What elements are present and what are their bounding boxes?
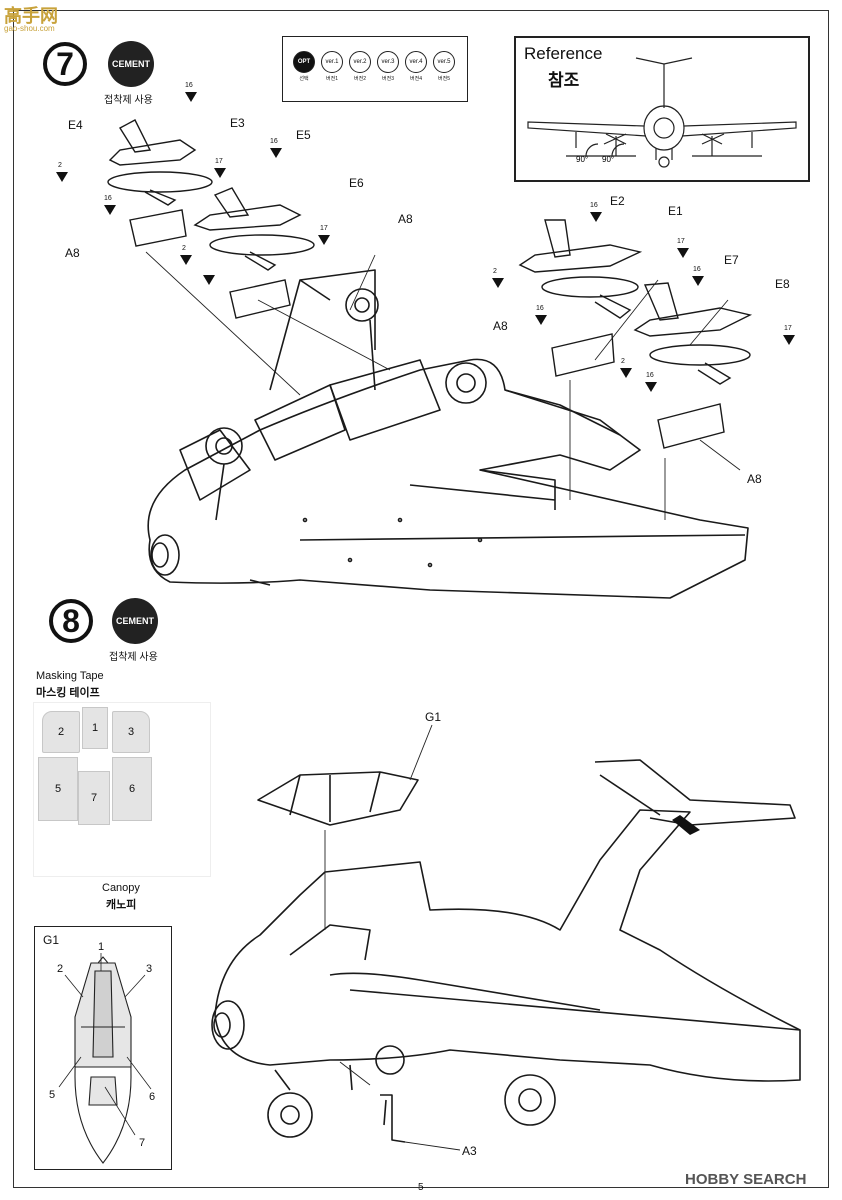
tape-piece-1: 1: [82, 707, 108, 749]
cement-icon: CEMENT: [108, 41, 154, 87]
part-label-e5: E5: [296, 128, 311, 142]
canopy-num-6: 6: [149, 1091, 156, 1103]
marker-number: 16: [590, 202, 598, 209]
cement-icon: CEMENT: [112, 598, 158, 644]
marker-number: 16: [693, 266, 701, 273]
canopy-title-ko: 캐노피: [106, 899, 137, 911]
page-number: 5: [418, 1182, 424, 1193]
watermark-url: gao-shou.com: [4, 24, 55, 33]
marker-number: 16: [536, 305, 544, 312]
part-label-a8-right-upper: A8: [493, 319, 508, 333]
reference-angle-2: 90°: [602, 155, 614, 164]
marker-number: 2: [58, 162, 62, 169]
part-label-e2: E2: [610, 194, 625, 208]
part-label-e7: E7: [724, 253, 739, 267]
option-legend-row: OPT 선택 ver.1 버전1 ver.2 버전2 ver.3 버전3 ver…: [293, 51, 461, 82]
page-border: [13, 10, 829, 1188]
marker-number: 16: [646, 372, 654, 379]
marker-number: 2: [621, 358, 625, 365]
marker-number: 2: [493, 268, 497, 275]
option-item: ver.1 버전1: [321, 51, 343, 82]
ver-caption: 버전4: [410, 76, 422, 82]
ver-badge: ver.3: [377, 51, 399, 73]
canopy-diagram-label: G1: [43, 933, 60, 947]
ver-caption: 버전3: [382, 76, 394, 82]
watermark-logo: 高手网: [4, 6, 58, 26]
marker-number: 17: [677, 238, 685, 245]
option-item: ver.5 버전5: [433, 51, 455, 82]
part-label-e4: E4: [68, 118, 83, 132]
canopy-num-7: 7: [139, 1137, 146, 1149]
marker-number: 16: [185, 82, 193, 89]
part-label-e6: E6: [349, 176, 364, 190]
ver-badge: ver.5: [433, 51, 455, 73]
marker-number: 16: [270, 138, 278, 145]
tape-piece-7: 7: [78, 771, 110, 825]
ver-caption: 버전2: [354, 76, 366, 82]
footer-watermark: HOBBY SEARCH: [685, 1171, 807, 1188]
step-8-instruction: 접착제 사용: [109, 652, 158, 663]
canopy-num-2: 2: [57, 963, 64, 975]
opt-caption: 선택: [299, 76, 309, 82]
step-7-number: 7: [43, 42, 87, 86]
reference-title-en: Reference: [524, 44, 603, 63]
option-item: ver.4 버전4: [405, 51, 427, 82]
marker-number: 17: [784, 325, 792, 332]
option-item: ver.3 버전3: [377, 51, 399, 82]
reference-angle-1: 90°: [576, 155, 588, 164]
ver-caption: 버전5: [438, 76, 450, 82]
opt-badge: OPT: [293, 51, 315, 73]
ver-caption: 버전1: [326, 76, 338, 82]
canopy-diagram-box: G1 1 2 3 5 6 7: [34, 926, 172, 1170]
canopy-num-3: 3: [146, 963, 153, 975]
canopy-num-1: 1: [98, 941, 105, 953]
marker-number: 2: [182, 245, 186, 252]
part-label-a8-mid: A8: [398, 212, 413, 226]
ver-badge: ver.4: [405, 51, 427, 73]
ver-badge: ver.1: [321, 51, 343, 73]
canopy-title-en: Canopy: [102, 882, 140, 894]
ver-badge: ver.2: [349, 51, 371, 73]
step-7-assembly-drawing: [56, 92, 795, 599]
option-item: ver.2 버전2: [349, 51, 371, 82]
masking-tape-title-ko: 마스킹 테이프: [36, 687, 100, 699]
option-legend: OPT 선택 ver.1 버전1 ver.2 버전2 ver.3 버전3 ver…: [282, 36, 468, 102]
part-label-e3: E3: [230, 116, 245, 130]
option-item: OPT 선택: [293, 51, 315, 82]
tape-piece-2: 2: [42, 711, 80, 753]
masking-tape-title-en: Masking Tape: [36, 670, 104, 682]
canopy-top-view-drawing: [58, 953, 152, 1164]
part-label-e1: E1: [668, 204, 683, 218]
reference-title-ko: 참조: [548, 71, 580, 90]
reference-box: Reference 참조 90° 90°: [514, 36, 810, 182]
tape-piece-3: 3: [112, 711, 150, 753]
part-label-e8: E8: [775, 277, 790, 291]
marker-number: 17: [320, 225, 328, 232]
step-7-instruction: 접착제 사용: [104, 95, 153, 106]
part-label-a3: A3: [462, 1144, 477, 1158]
marker-number: 16: [104, 195, 112, 202]
tape-piece-5: 5: [38, 757, 78, 821]
canopy-num-5: 5: [49, 1089, 56, 1101]
masking-tape-sheet: 2 1 3 5 7 6: [33, 702, 211, 877]
step-8-number: 8: [49, 599, 93, 643]
part-label-a8-left: A8: [65, 246, 80, 260]
part-label-g1: G1: [425, 710, 442, 724]
reference-front-view-drawing: 90° 90°: [527, 57, 797, 168]
part-label-a8-right-lower: A8: [747, 472, 762, 486]
tape-piece-6: 6: [112, 757, 152, 821]
marker-number: 17: [215, 158, 223, 165]
